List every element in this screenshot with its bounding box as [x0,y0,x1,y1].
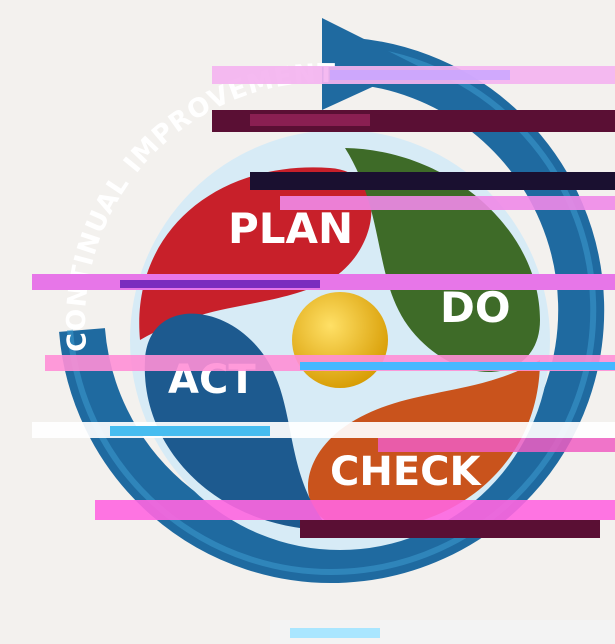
plan-label: PLAN [228,204,353,253]
do-label: DO [440,283,511,332]
arrow-head [322,18,418,110]
plan-petal [139,167,372,340]
glitch-artifacts [32,66,615,644]
center-sphere [292,292,388,388]
check-label: CHECK [330,449,483,495]
